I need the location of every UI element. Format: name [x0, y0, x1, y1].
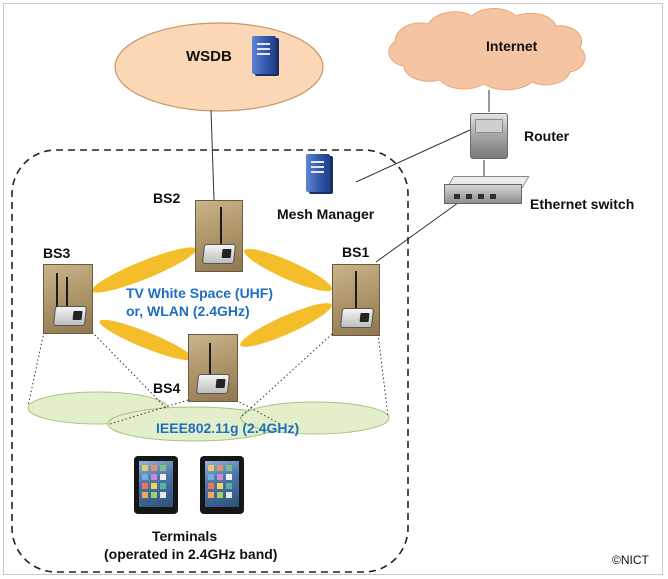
terminals-label-line2: (operated in 2.4GHz band) [104, 546, 278, 562]
projection-bs1-right [377, 333, 389, 417]
terminals-label-line1: Terminals [152, 528, 218, 544]
wireless-link-bs4-bs1 [240, 303, 332, 347]
bs1-photo [332, 264, 380, 336]
switch-port [490, 194, 496, 199]
ieee-label: IEEE802.11g (2.4GHz) [156, 420, 300, 436]
bs1-label: BS1 [342, 244, 370, 260]
router-icon [470, 113, 508, 159]
tvws-label-line2: or, WLAN (2.4GHz) [126, 303, 250, 319]
router-label: Router [524, 128, 570, 144]
bs2-antenna [220, 207, 222, 253]
switch-port [478, 194, 484, 199]
wireless-link-bs2-bs1 [243, 248, 333, 292]
projection-bs3-left [27, 331, 45, 407]
link-wsdb-bs2 [210, 109, 215, 201]
wireless-link-bs3-bs4 [99, 319, 193, 361]
bs3-label: BS3 [43, 245, 71, 261]
bs3-antenna [66, 277, 68, 313]
internet-cloud [388, 8, 586, 91]
projection-bs1-left [239, 333, 333, 419]
switch-port [466, 194, 472, 199]
mesh-manager-server-icon [306, 154, 330, 192]
tablet-icon [200, 456, 244, 514]
switch-port [454, 194, 460, 199]
link-mesh-manager-router [355, 129, 471, 183]
bs4-antenna [209, 343, 211, 381]
wsdb-server-icon [252, 36, 276, 74]
tablet-screen [139, 461, 173, 507]
mesh-manager-label: Mesh Manager [277, 206, 375, 222]
bs2-photo [195, 200, 243, 272]
bs4-device [195, 374, 231, 394]
projection-bs3-right [91, 331, 167, 409]
bs2-label: BS2 [153, 190, 181, 206]
bs4-photo [188, 334, 238, 402]
tablet-screen [205, 461, 239, 507]
wsdb-ellipse [114, 22, 324, 112]
credit-label: ©NICT [612, 553, 649, 567]
link-switch-bs1 [375, 199, 463, 263]
ethernet-switch-icon [444, 176, 530, 204]
bs2-device [201, 244, 237, 264]
coverage-bs1 [240, 401, 390, 435]
bs3-antenna [56, 273, 58, 313]
bs1-antenna [355, 271, 357, 315]
bs1-device [339, 308, 375, 328]
tablet-icon [134, 456, 178, 514]
projection-bs4-left [109, 399, 189, 425]
bs3-photo [43, 264, 93, 334]
bs4-label: BS4 [153, 380, 181, 396]
diagram-frame [3, 3, 663, 575]
internet-label: Internet [486, 38, 538, 54]
wireless-link-bs3-bs2 [91, 247, 197, 293]
bs3-device [52, 306, 88, 326]
mesh-network-boundary [11, 149, 409, 573]
tvws-label-line1: TV White Space (UHF) [126, 285, 274, 301]
projection-bs4-right [235, 399, 281, 425]
ethernet-switch-label: Ethernet switch [530, 196, 635, 212]
wsdb-label: WSDB [186, 48, 232, 65]
